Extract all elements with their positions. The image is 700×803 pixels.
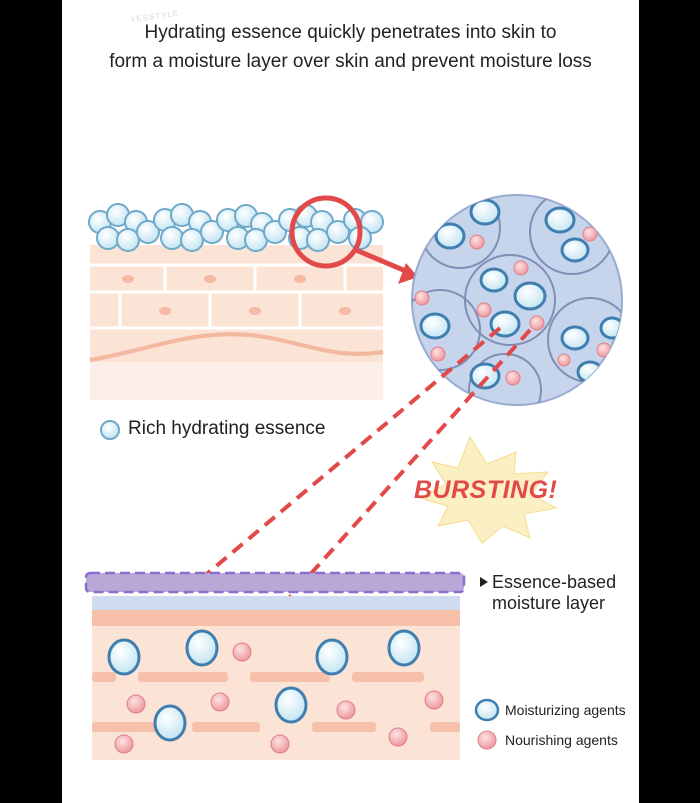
burst-text: BURSTING! xyxy=(414,476,558,504)
legend-nourishing-label: Nourishing agents xyxy=(505,732,618,748)
blue-layer xyxy=(92,596,460,610)
layer-pointer xyxy=(480,577,488,587)
essence-droplets-top xyxy=(88,203,384,252)
nourishing-agents xyxy=(114,642,444,754)
top-skin-band xyxy=(92,610,460,626)
dermis-wave-top xyxy=(89,332,384,362)
headline: Hydrating essence quickly penetrates int… xyxy=(62,18,639,76)
skin-bars xyxy=(92,672,460,732)
magnified-view xyxy=(411,194,623,406)
moisture-layer xyxy=(84,571,466,594)
legend-moisturizing-label: Moisturizing agents xyxy=(505,702,626,718)
headline-line-1: Hydrating essence quickly penetrates int… xyxy=(144,22,557,43)
zoom-ring xyxy=(289,195,363,269)
headline-line-2: form a moisture layer over skin and prev… xyxy=(109,51,592,72)
zoom-arrow-head xyxy=(398,263,418,284)
moisture-layer-label: Essence-based moisture layer xyxy=(492,572,616,614)
nourishing-legend-icon xyxy=(477,730,497,750)
moisture-layer-label-line-1: Essence-based xyxy=(492,572,617,592)
top-skin-section xyxy=(89,245,384,400)
moisturizing-agents xyxy=(107,629,421,742)
droplet-legend-icon xyxy=(100,420,120,440)
dermis-layer xyxy=(90,362,383,400)
moisturizing-legend-icon xyxy=(474,698,500,722)
moisture-layer-label-line-2: moisture layer xyxy=(492,593,606,613)
skin-cell-nuclei xyxy=(122,275,351,315)
zoom-arrow-shaft xyxy=(355,247,409,275)
bottom-skin-section xyxy=(84,571,466,760)
legend-essence-label: Rich hydrating essence xyxy=(128,418,326,439)
burst-shape xyxy=(418,435,558,544)
